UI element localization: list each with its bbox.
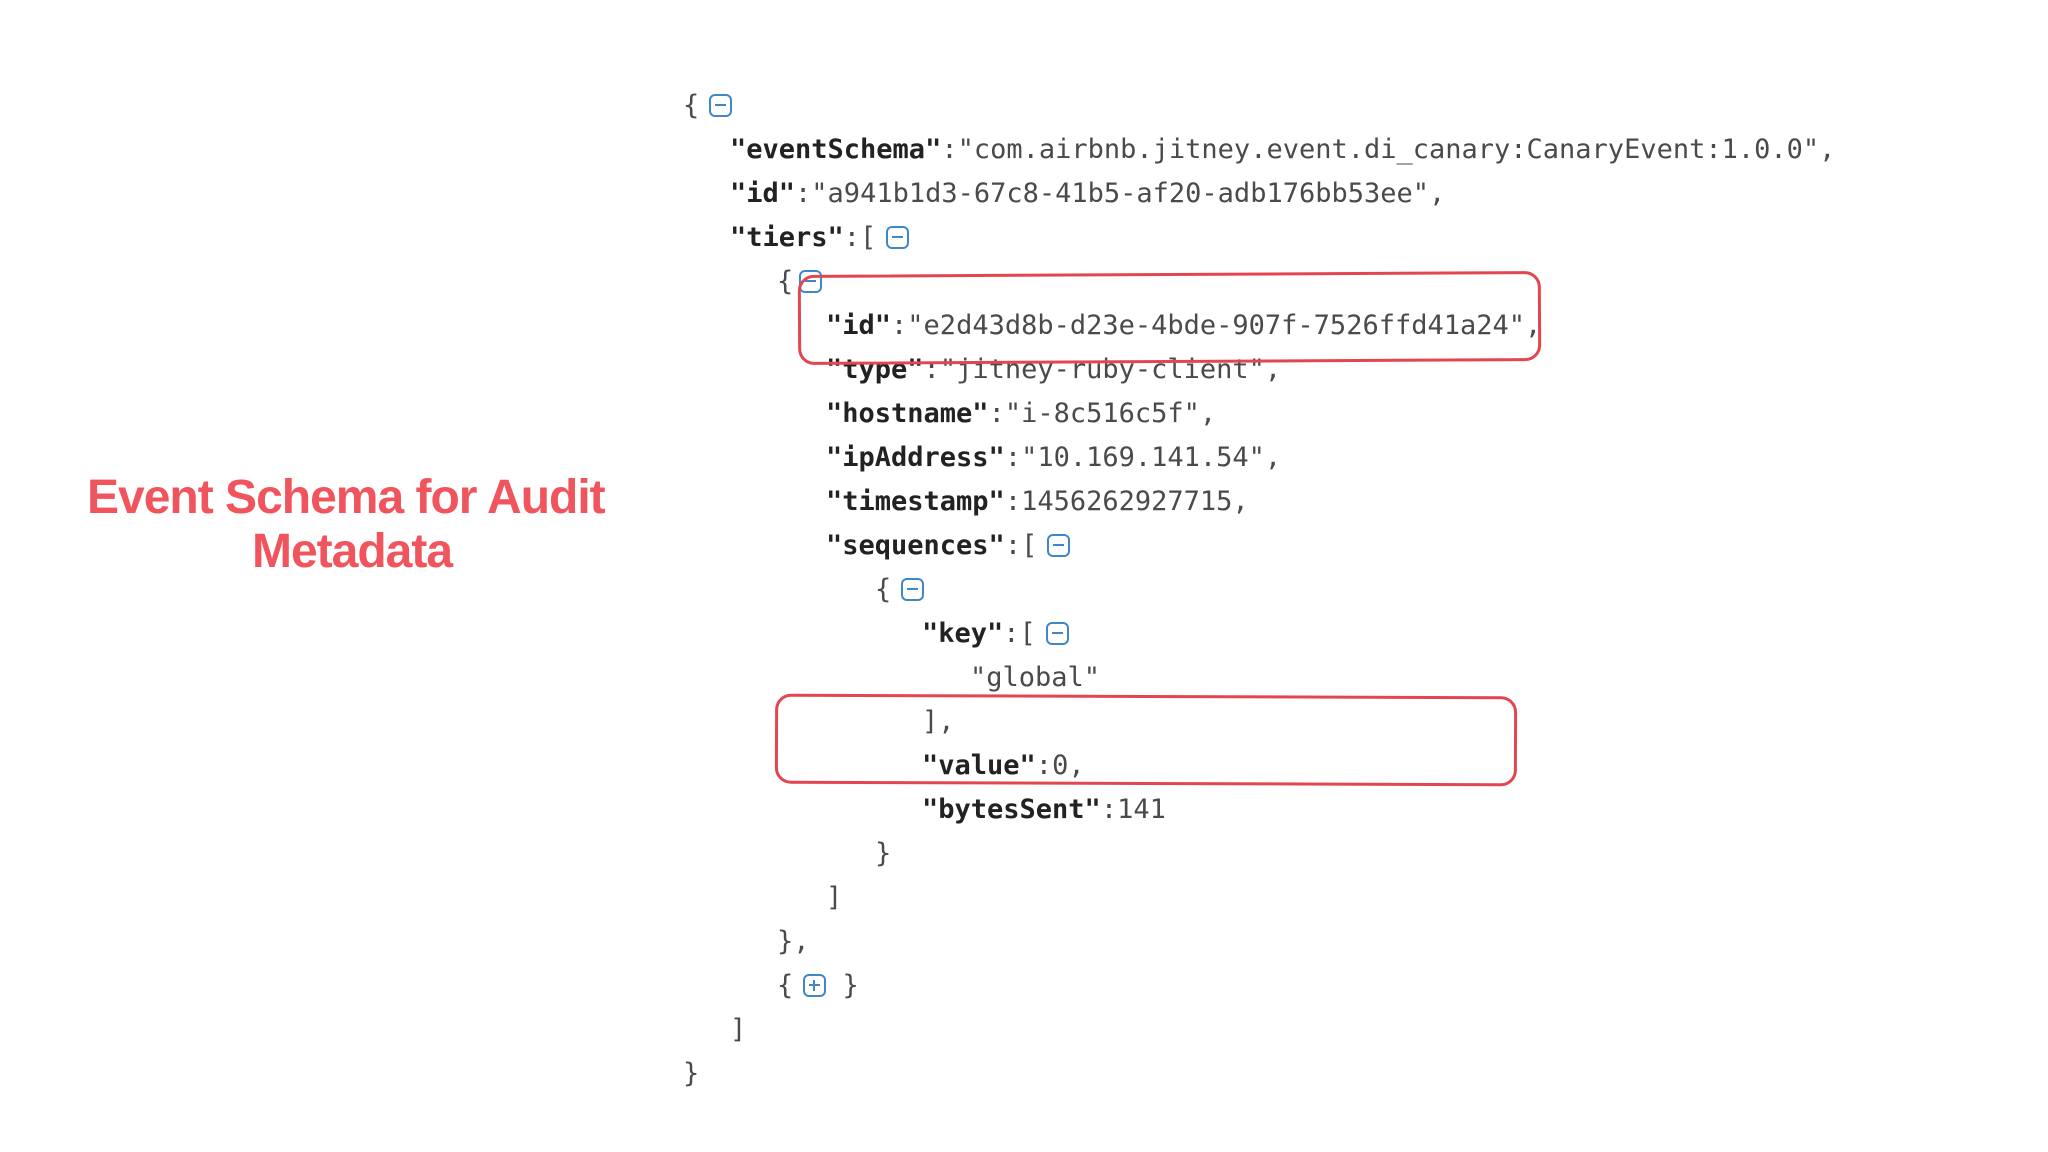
json-line-key: "key":[ <box>922 612 1069 656</box>
json-key: "timestamp" <box>826 486 1005 517</box>
json-line-timestamp: "timestamp":1456262927715, <box>826 486 1249 517</box>
collapse-sequences-icon[interactable] <box>1047 534 1071 557</box>
json-value: 0 <box>1052 750 1069 781</box>
json-key: "eventSchema" <box>730 134 942 165</box>
collapse-sequence-icon[interactable] <box>901 578 925 601</box>
json-value: "e2d43d8b-d23e-4bde-907f-7526ffd41a24" <box>907 310 1526 341</box>
collapse-tier-icon[interactable] <box>799 270 823 293</box>
json-root-open: { <box>683 84 733 128</box>
json-value: "10.169.141.54" <box>1021 442 1265 473</box>
json-line-type: "type":"jitney-ruby-client", <box>826 354 1282 385</box>
json-line-sequences: "sequences":[ <box>826 524 1071 568</box>
json-key: "id" <box>730 178 796 209</box>
json-key-close: ], <box>922 706 955 737</box>
json-tiers-close: ] <box>730 1014 747 1045</box>
expand-tier-icon[interactable] <box>803 974 827 997</box>
json-key: "value" <box>922 750 1036 781</box>
json-line-tier-id: "id":"e2d43d8b-d23e-4bde-907f-7526ffd41a… <box>826 310 1542 341</box>
json-key: "id" <box>826 310 892 341</box>
json-line-bytessent: "bytesSent":141 <box>922 794 1166 825</box>
json-line-tiers: "tiers":[ <box>730 216 910 260</box>
json-line-value: "value":0, <box>922 750 1085 781</box>
json-value: "a941b1d3-67c8-41b5-af20-adb176bb53ee" <box>811 178 1430 209</box>
slide-title-line-2: Metadata <box>252 525 453 578</box>
highlight-value <box>774 693 1518 787</box>
json-line-ipaddress: "ipAddress":"10.169.141.54", <box>826 442 1282 473</box>
json-sequences-close: ] <box>826 882 843 913</box>
collapse-tiers-icon[interactable] <box>886 226 910 249</box>
json-value: 141 <box>1117 794 1166 825</box>
collapse-root-icon[interactable] <box>709 94 733 117</box>
json-key: "key" <box>922 618 1004 649</box>
json-sequence-close: } <box>875 838 892 869</box>
slide-title-line-1: Event Schema for Audit <box>87 471 606 524</box>
json-value: 1456262927715 <box>1021 486 1233 517</box>
json-key: "bytesSent" <box>922 794 1101 825</box>
slide-title: Event Schema for Audit Metadata <box>60 462 620 592</box>
json-value: "jitney-ruby-client" <box>939 354 1265 385</box>
json-line-key-item: "global" <box>970 656 1100 700</box>
json-sequence-open: { <box>875 568 925 612</box>
json-root-close: } <box>683 1058 700 1089</box>
json-tier-close: }, <box>777 926 810 957</box>
json-key: "tiers" <box>730 222 844 253</box>
json-line-eventschema: "eventSchema":"com.airbnb.jitney.event.d… <box>730 134 1836 165</box>
json-tier-open: { <box>777 260 823 304</box>
json-key: "sequences" <box>826 530 1005 561</box>
json-key: "ipAddress" <box>826 442 1005 473</box>
json-collapsed-tier: { } <box>777 970 859 1001</box>
json-key: "type" <box>826 354 924 385</box>
json-value: "i-8c516c5f" <box>1004 398 1200 429</box>
json-line-hostname: "hostname":"i-8c516c5f", <box>826 398 1217 429</box>
json-value: "global" <box>970 662 1101 693</box>
json-line-id: "id":"a941b1d3-67c8-41b5-af20-adb176bb53… <box>730 178 1446 209</box>
json-key: "hostname" <box>826 398 989 429</box>
collapse-key-icon[interactable] <box>1045 622 1069 645</box>
json-value: "com.airbnb.jitney.event.di_canary:Canar… <box>957 134 1820 165</box>
